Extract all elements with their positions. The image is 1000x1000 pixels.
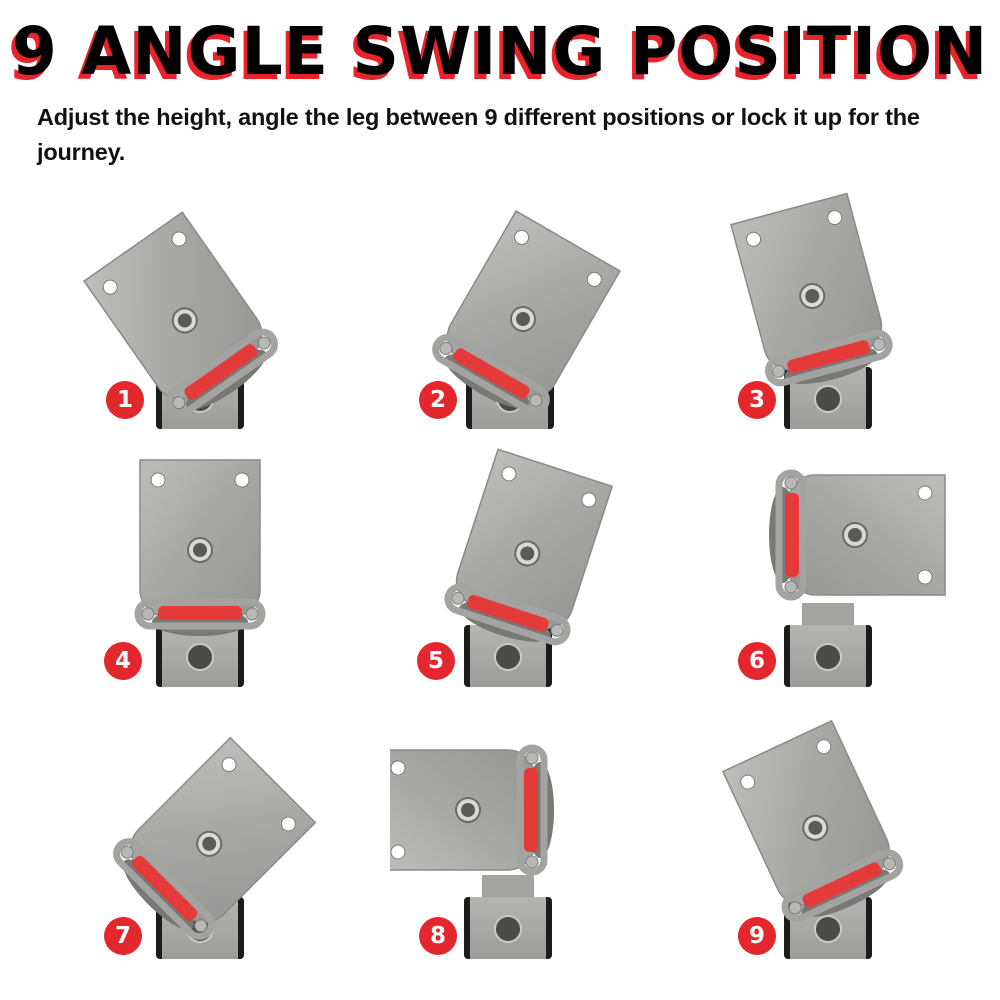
position-badge: 5 bbox=[417, 642, 455, 680]
position-cell-1: 1 bbox=[80, 165, 330, 435]
bracket-image bbox=[700, 440, 950, 688]
position-badge: 3 bbox=[738, 381, 776, 419]
position-badge: 8 bbox=[419, 917, 457, 955]
position-badge: 2 bbox=[419, 381, 457, 419]
position-cell-2: 2 bbox=[390, 165, 640, 435]
page-subtitle: Adjust the height, angle the leg between… bbox=[37, 104, 920, 165]
position-badge: 6 bbox=[738, 642, 776, 680]
position-badge: 7 bbox=[104, 917, 142, 955]
position-cell-9: 9 bbox=[700, 705, 950, 975]
position-cell-4: 4 bbox=[80, 440, 330, 710]
position-cell-6: 6 bbox=[700, 440, 950, 710]
position-badge: 1 bbox=[106, 381, 144, 419]
position-cell-8: 8 bbox=[390, 705, 640, 975]
page-title: 9 ANGLE SWING POSITION bbox=[11, 13, 989, 90]
position-cell-3: 3 bbox=[700, 165, 950, 435]
position-badge: 4 bbox=[104, 642, 142, 680]
position-cell-7: 7 bbox=[80, 705, 330, 975]
position-badge: 9 bbox=[738, 917, 776, 955]
position-cell-5: 5 bbox=[390, 440, 640, 710]
bracket-image bbox=[700, 165, 950, 430]
